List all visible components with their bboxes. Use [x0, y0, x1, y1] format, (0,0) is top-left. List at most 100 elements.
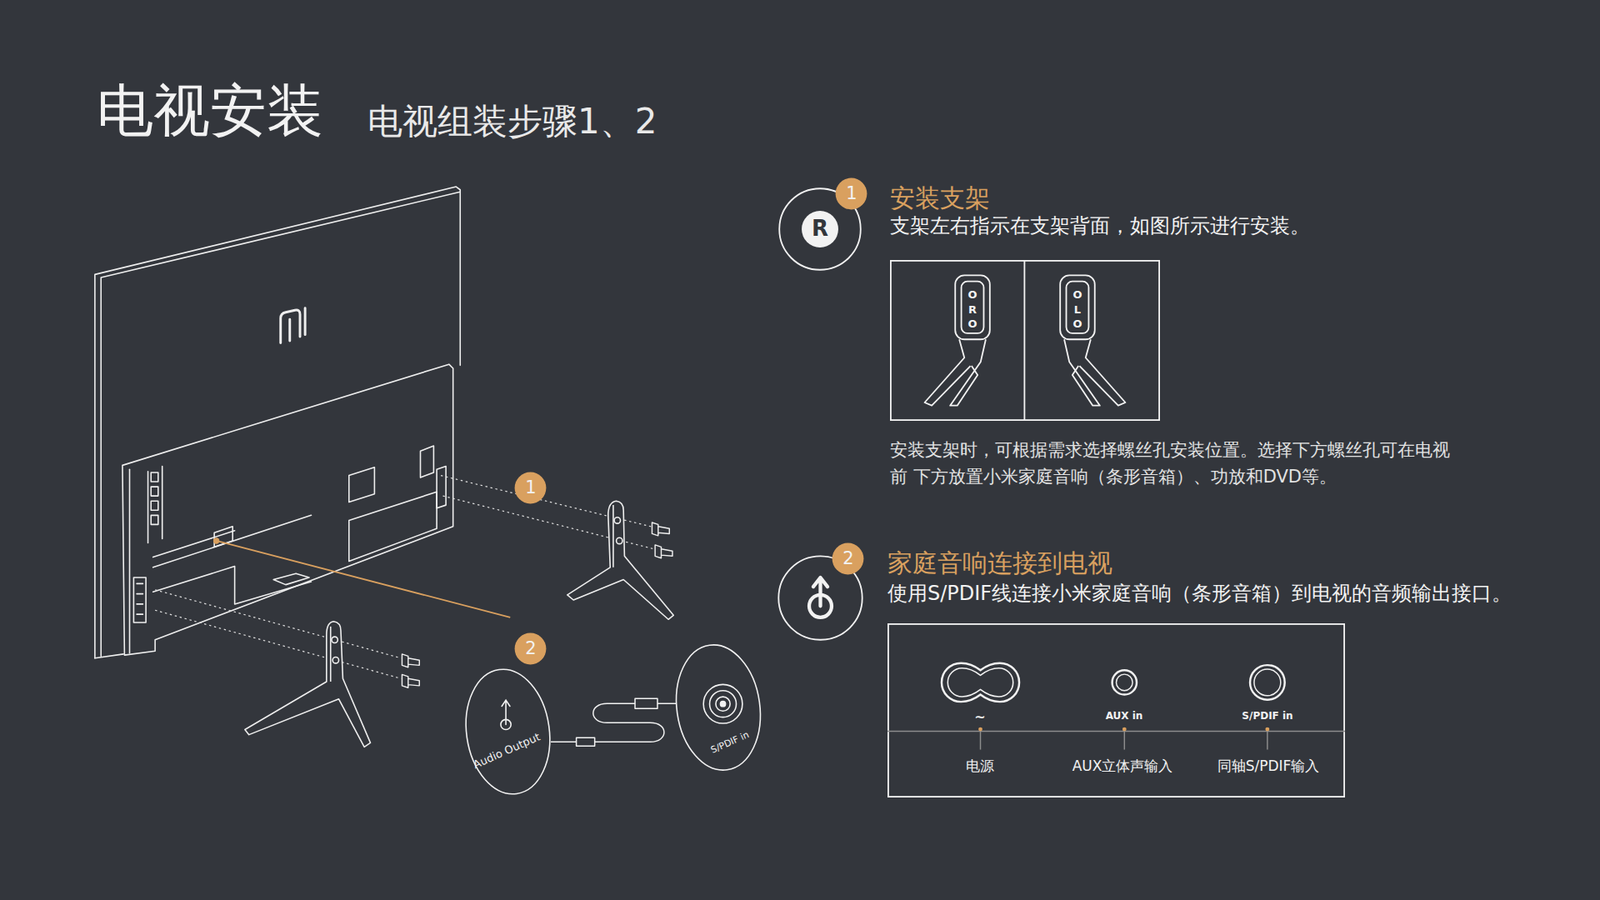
callout-number-text: 1 — [525, 477, 536, 499]
page-title: 电视安装 — [96, 76, 324, 145]
step-badge: 1 — [835, 177, 868, 210]
callout-number: 2 — [514, 632, 547, 665]
screw-guide-lines — [155, 610, 401, 679]
callout-badge — [835, 178, 868, 210]
tv-back-outline — [436, 466, 446, 509]
leader-dot — [1265, 727, 1270, 732]
audio-leader-line — [213, 537, 510, 618]
stand-panel-frame — [890, 260, 1160, 420]
spdif-jack — [1250, 665, 1285, 700]
port-panel-text: ~ — [974, 709, 985, 725]
stand-right-drawing — [955, 275, 990, 340]
screw — [651, 522, 670, 536]
tv-stand-left — [245, 621, 371, 748]
screw — [655, 545, 673, 559]
spdif-jack — [1254, 669, 1281, 696]
tv-back-outline — [150, 515, 159, 525]
callout-number-text: 2 — [525, 638, 536, 660]
aux-jack — [1116, 674, 1134, 691]
audio-output-port — [458, 664, 558, 800]
callout-badge — [832, 543, 865, 575]
tv-back-outline — [95, 186, 460, 659]
callout-number: 1 — [514, 471, 547, 505]
tv-stand-right — [612, 505, 615, 568]
spdif-jack — [1250, 665, 1285, 700]
port-panel-text: 电源 — [965, 757, 995, 775]
leader-tick — [980, 729, 1268, 750]
audio-output-icon — [501, 700, 510, 725]
tv-back-outline — [150, 500, 159, 510]
port-closeup: Audio Output — [465, 667, 551, 796]
tv-stand-left — [332, 657, 339, 664]
stand-left-drawing — [1060, 275, 1125, 405]
step-badge-text: 2 — [842, 548, 854, 570]
vertical-letters: O L O — [1072, 287, 1084, 332]
step-badge: 2 — [831, 542, 865, 575]
tv-back-outline — [95, 654, 124, 659]
port-panel-text: AUX in — [1105, 710, 1144, 722]
stand-right-drawing — [950, 339, 986, 405]
step-heading: 安装支架 — [890, 183, 990, 214]
tv-back-outline — [133, 577, 146, 623]
spdif-jack — [710, 690, 737, 718]
tv-back-outline — [100, 191, 460, 656]
port-panel-text: S/PDIF in — [1241, 710, 1293, 722]
tv-back-outline — [280, 308, 305, 344]
spdif-jack — [715, 696, 730, 711]
screw-guide-lines — [440, 475, 651, 527]
port-panel: ~ AUX in S/PDIF in 电源 AUX立体声输入 同轴S/PDIF输入 — [887, 623, 1345, 798]
aux-jack — [1112, 670, 1137, 695]
screw — [401, 654, 420, 668]
tv-back-outline — [150, 486, 159, 496]
panel-divider — [887, 730, 1345, 732]
tv-stand-left — [245, 621, 371, 748]
port-panel-text: AUX立体声输入 — [1072, 757, 1174, 775]
port-panel-text: 同轴S/PDIF输入 — [1217, 757, 1320, 775]
spdif-jack — [703, 684, 743, 724]
callout-badge — [515, 633, 547, 665]
tv-back-outline — [150, 472, 159, 482]
tv-back-outline — [349, 491, 437, 561]
audio-output-icon-circle — [813, 577, 828, 606]
panel-divider — [1023, 260, 1025, 421]
tv-back-outline — [420, 445, 434, 478]
leader-dot — [1122, 727, 1127, 732]
leader-tick — [1266, 729, 1268, 750]
tv-back-outline — [273, 573, 310, 585]
screw — [401, 674, 420, 688]
spdif-port — [668, 639, 769, 775]
step-text: 使用S/PDIF线连接小米家庭音响（条形音箱）到电视的音频输出接口。 — [887, 581, 1512, 606]
stand-left-drawing — [1066, 281, 1090, 334]
power-socket — [947, 668, 1013, 697]
step-badge-text: 1 — [845, 183, 857, 205]
audio-output-icon — [500, 700, 511, 730]
spdif-jack — [720, 701, 725, 707]
audio-leader-line — [213, 537, 220, 544]
stand-left-drawing — [1064, 339, 1100, 405]
screw-guide-lines — [155, 590, 401, 659]
leader-dot — [978, 727, 1270, 732]
tv-stand-right — [614, 517, 620, 524]
step-text: 支架左右指示在支架背面，如图所示进行安装。 — [890, 214, 1310, 239]
tv-stand-left — [330, 626, 332, 682]
screw-guide-lines — [155, 475, 655, 680]
leader-tick — [1124, 729, 1125, 750]
audio-cable — [550, 698, 676, 746]
subtitle: 电视组装步骤1、2 — [367, 100, 657, 143]
aux-jack — [1112, 670, 1137, 695]
audio-leader-line — [216, 540, 511, 618]
stand-left-drawing — [1060, 275, 1125, 405]
tv-back-outline — [136, 583, 143, 615]
vertical-letters: O R O — [967, 287, 979, 332]
tv-stand-right — [567, 500, 674, 620]
tv-stand-right — [616, 537, 623, 544]
screw — [401, 522, 672, 688]
stand-panel-shape — [890, 260, 1160, 421]
tv-back-outline — [129, 469, 131, 653]
note-text: 安装支架时，可根据需求选择螺丝孔安装位置。选择下方螺丝孔可在电视前 下方放置小米… — [890, 436, 1465, 490]
tv-back-outline — [122, 364, 454, 655]
stand-left-drawing — [1060, 275, 1095, 340]
port-closeup: S/PDIF in — [675, 642, 761, 773]
stand-panel: O R OO L O — [890, 260, 1160, 421]
